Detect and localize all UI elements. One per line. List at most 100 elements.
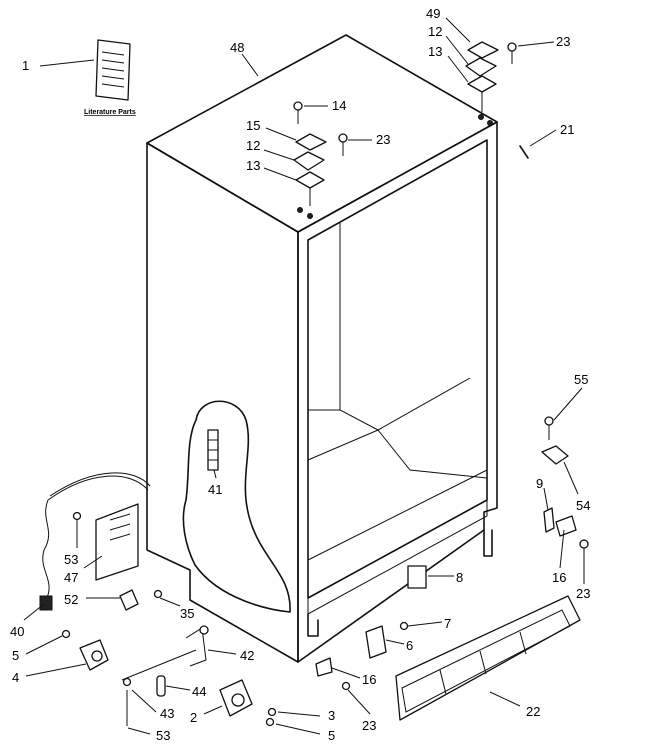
leader-line: [25, 635, 63, 655]
hinge-spacer-part: [293, 151, 325, 171]
bracket-part: [365, 625, 387, 659]
grille-divider: [439, 669, 447, 695]
callout-54: 54: [576, 498, 590, 513]
cabinet-left-side: [146, 142, 299, 663]
cabinet-bottom-rail: [307, 499, 488, 615]
leader-line: [263, 149, 295, 161]
screw-part: [544, 416, 554, 426]
clamp-part: [119, 589, 139, 611]
callout-7: 7: [444, 616, 451, 631]
hinge-spacer-part: [465, 57, 497, 77]
callout-15: 15: [246, 118, 260, 133]
leader-line: [265, 127, 297, 141]
hinge-top-middle: [293, 101, 348, 219]
leader-line: [529, 129, 557, 147]
callout-49: 49: [426, 6, 440, 21]
mount-hole: [478, 114, 484, 120]
leader-line: [445, 35, 469, 65]
leader-line: [159, 597, 181, 607]
grille-body: [395, 595, 581, 721]
leader-line: [23, 603, 45, 621]
leader-line: [563, 461, 579, 495]
booklet-text-line: [101, 59, 125, 64]
callout-23: 23: [576, 586, 590, 601]
leader-line: [517, 41, 555, 47]
callout-22: 22: [526, 704, 540, 719]
hinge-top-right: [465, 41, 517, 126]
cabinet-leg-left: [307, 613, 319, 637]
screw-part: [579, 539, 589, 549]
callout-8: 8: [456, 570, 463, 585]
callout-16: 16: [362, 672, 376, 687]
screw-part: [61, 629, 71, 639]
callout-12: 12: [246, 138, 260, 153]
pin-part: [519, 145, 529, 159]
mount-hole: [487, 120, 493, 126]
drain-fitting-part: [199, 625, 209, 635]
hinge-plate-part: [295, 171, 325, 189]
callout-48: 48: [230, 40, 244, 55]
leader-line: [385, 639, 405, 645]
toe-grille: [395, 595, 581, 721]
callout-6: 6: [406, 638, 413, 653]
leader-line: [347, 689, 371, 715]
leader-line: [121, 649, 197, 681]
screw-part: [267, 707, 277, 717]
hinge-cap-part: [467, 41, 499, 59]
leader-line: [559, 529, 565, 569]
bottom-parts: [61, 565, 427, 727]
literature-parts: Literature Parts: [84, 39, 136, 116]
leveler-part: [555, 515, 577, 537]
grille-vent-area: [401, 609, 571, 713]
grille-divider: [479, 650, 487, 675]
side-cutaway: [182, 400, 291, 613]
leader-line: [277, 711, 321, 717]
callout-23: 23: [376, 132, 390, 147]
callout-23: 23: [556, 34, 570, 49]
wheel-part: [231, 693, 245, 707]
leader-lines: [23, 17, 585, 735]
screw-part: [265, 717, 275, 727]
grille-divider: [519, 631, 527, 655]
leader-line: [275, 723, 321, 735]
callout-13: 13: [428, 44, 442, 59]
booklet-text-line: [101, 75, 125, 80]
callout-14: 14: [332, 98, 346, 113]
screw-part: [153, 589, 163, 599]
control-box-part: [95, 503, 139, 581]
screw-part: [338, 133, 348, 143]
box-vent: [109, 513, 131, 521]
screw-part: [341, 681, 351, 691]
booklet-text-line: [101, 83, 125, 88]
callout-40: 40: [10, 624, 24, 639]
screw-part: [72, 511, 82, 521]
callout-53: 53: [156, 728, 170, 743]
hinge-cap-part: [295, 133, 327, 151]
leader-line: [489, 691, 521, 707]
cabinet-top: [146, 34, 498, 233]
callout-47: 47: [64, 570, 78, 585]
cabinet-shelf-line: [307, 469, 488, 561]
cabinet-opening: [307, 139, 488, 599]
callout-5: 5: [328, 728, 335, 743]
callout-labels: 1 48 49 12 13 23 14 15 12 13 23 21 55 41…: [10, 6, 590, 743]
callout-1: 1: [22, 58, 29, 73]
leader-line: [83, 555, 103, 569]
leader-line: [553, 387, 583, 421]
callout-41: 41: [208, 482, 222, 497]
callout-9: 9: [536, 476, 543, 491]
spacer-part: [156, 675, 166, 697]
leader-line: [165, 685, 191, 691]
callout-35: 35: [180, 606, 194, 621]
cabinet-leg-right: [483, 529, 493, 557]
bracket-part: [541, 445, 569, 465]
callout-13: 13: [246, 158, 260, 173]
leader-line: [241, 53, 259, 77]
leader-line: [203, 705, 223, 715]
leader-line: [127, 727, 151, 735]
washer-part: [122, 677, 132, 687]
callout-5: 5: [12, 648, 19, 663]
callout-43: 43: [160, 706, 174, 721]
